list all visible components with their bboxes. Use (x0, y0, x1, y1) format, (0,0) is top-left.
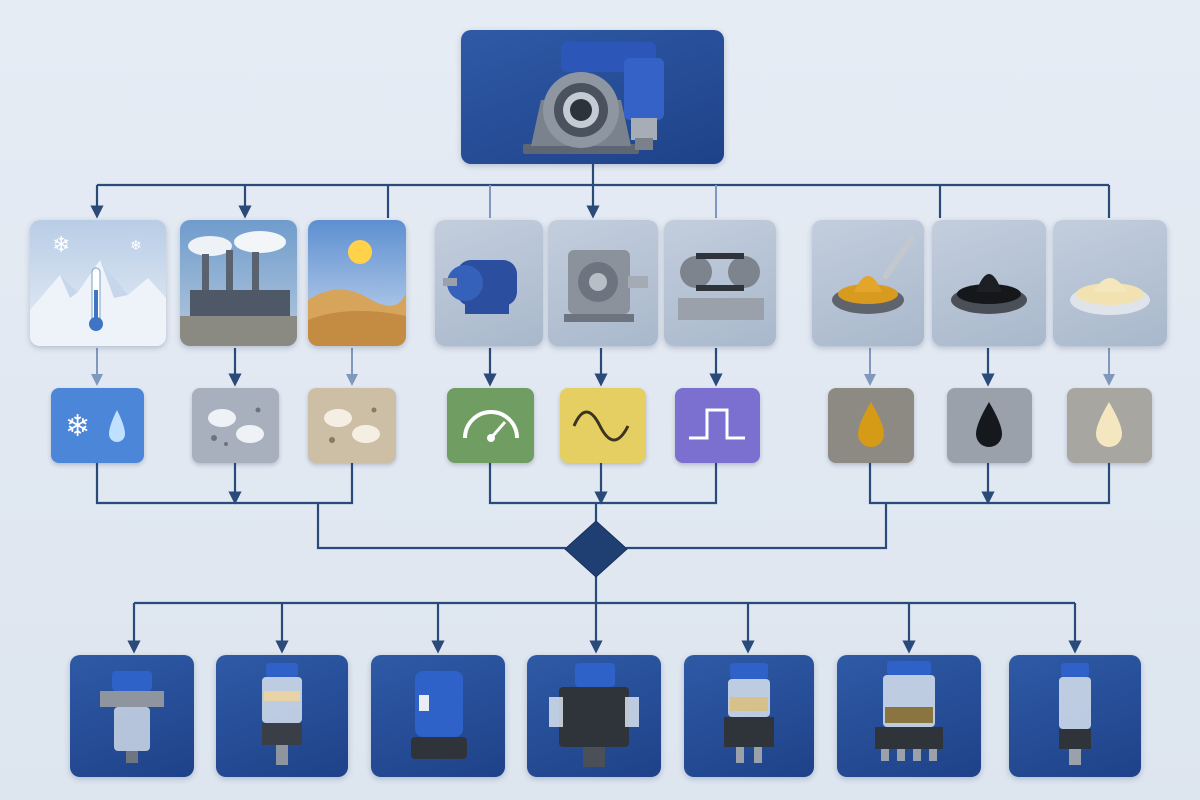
condition-card-black-grease[interactable] (932, 220, 1046, 346)
cream-grease-bowl-icon (1070, 278, 1150, 315)
root-bearing-card[interactable] (461, 30, 724, 164)
condition-card-gearbox[interactable] (548, 220, 658, 346)
amber-grease-bowl-icon (832, 235, 915, 314)
factor-tile-black[interactable] (947, 388, 1032, 463)
condition-card-amber-grease[interactable] (812, 220, 924, 346)
factor-tile-amber[interactable] (828, 388, 914, 463)
multi-outlet-lubricator-icon (875, 661, 943, 761)
slim-single-point-lubricator-icon (1059, 663, 1091, 765)
step-pulse-icon (689, 408, 745, 440)
dust-cloud-icon (208, 407, 264, 446)
condition-card-motor[interactable] (435, 220, 543, 346)
factor-tile-cold[interactable]: ❄ (51, 388, 144, 463)
snowflake-droplet-icon: ❄ (65, 409, 125, 444)
lubricator-card-slim-single-point[interactable] (1009, 655, 1141, 777)
bracket-lubricator-icon (100, 671, 164, 763)
factor-tile-load[interactable] (675, 388, 760, 463)
sand-cloud-icon (324, 407, 380, 443)
factor-tile-dust[interactable] (192, 388, 279, 463)
condition-card-desert[interactable] (308, 220, 406, 346)
black-grease-bowl-icon (951, 274, 1027, 314)
amber-drop-icon (858, 402, 884, 447)
motor-driven-lubricator-icon (411, 671, 467, 759)
factor-tile-sand[interactable] (308, 388, 396, 463)
black-drop-icon (976, 402, 1002, 447)
speed-gauge-icon (463, 410, 519, 442)
svg-text:❄: ❄ (130, 238, 142, 254)
chain-drive-icon (678, 253, 764, 320)
svg-text:❄: ❄ (65, 409, 90, 444)
lubricator-card-transparent-reservoir[interactable] (216, 655, 348, 777)
electric-motor-icon (443, 260, 517, 314)
desert-sun-icon (308, 240, 406, 346)
pillow-block-bearing-with-lubricator-icon (523, 42, 664, 154)
gearbox-icon (564, 250, 648, 322)
factor-tile-vibration[interactable] (560, 388, 646, 463)
grease-cartridge-lubricator-icon (724, 663, 774, 763)
sine-wave-icon (572, 410, 630, 442)
factor-tile-speed[interactable] (447, 388, 534, 463)
condition-card-cold[interactable]: ❄ ❄ (30, 220, 166, 346)
industrial-smokestacks-icon (180, 231, 297, 346)
cream-drop-icon (1096, 402, 1122, 447)
lubricator-card-multi-port-pump[interactable] (527, 655, 661, 777)
multi-port-pump-lubricator-icon (549, 663, 639, 767)
condition-card-industrial[interactable] (180, 220, 297, 346)
lubricator-card-motor-driven[interactable] (371, 655, 505, 777)
condition-card-chain[interactable] (664, 220, 776, 346)
transparent-reservoir-lubricator-icon (262, 663, 302, 765)
snowy-mountains-thermometer-icon: ❄ ❄ (30, 233, 166, 346)
decision-diamond-icon (564, 520, 628, 578)
lubricator-card-multi-outlet[interactable] (837, 655, 981, 777)
condition-card-cream-grease[interactable] (1053, 220, 1167, 346)
lubricator-card-bracket-mounted[interactable] (70, 655, 194, 777)
factor-tile-cream[interactable] (1067, 388, 1152, 463)
lubricator-card-grease-cartridge[interactable] (684, 655, 814, 777)
svg-text:❄: ❄ (52, 233, 70, 258)
